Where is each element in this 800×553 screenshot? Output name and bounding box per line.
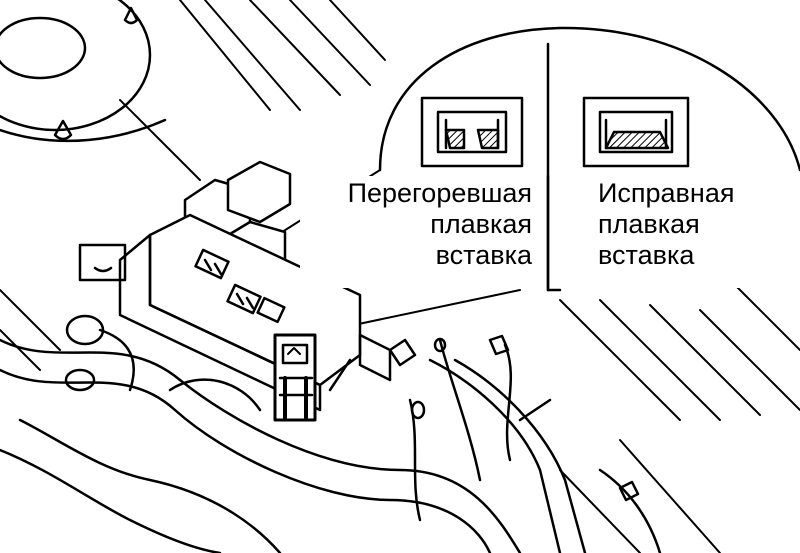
blown-fuse-label-line-3: вставка (435, 240, 532, 270)
good-fuse-icon (582, 96, 690, 168)
good-fuse-label-line-2: плавкая (598, 209, 700, 239)
fuse-puller (273, 333, 317, 422)
blown-fuse-label-line-1: Перегоревшая (347, 178, 532, 208)
good-fuse-label-line-3: вставка (598, 240, 695, 270)
blown-fuse-label-line-2: плавкая (430, 209, 532, 239)
wiring-harness (0, 314, 662, 553)
strut-tower (0, 0, 167, 143)
blown-fuse-icon (420, 96, 524, 168)
blown-fuse-label: Перегоревшая плавкая вставка (347, 178, 532, 271)
good-fuse-label: Исправная плавкая вставка (598, 178, 735, 271)
engine-bracket (428, 358, 587, 553)
good-fuse-label-line-1: Исправная (598, 178, 735, 208)
